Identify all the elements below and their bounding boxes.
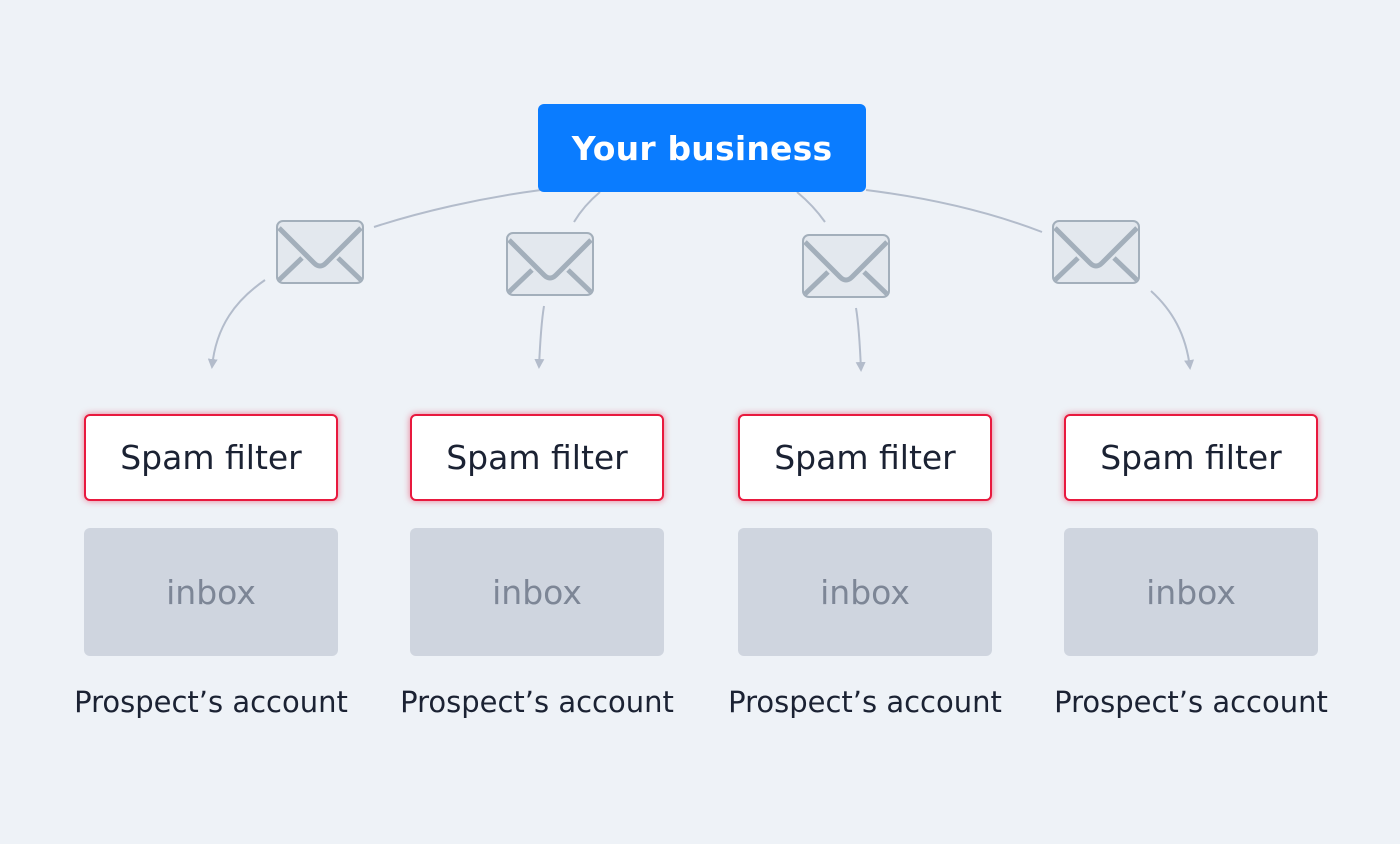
spam-filter-box: Spam filter [738,414,992,501]
connector-root-to-envelope-4 [865,189,1043,233]
envelope-icon [802,234,890,298]
spam-filter-label: Spam filter [774,438,956,477]
connector-root-to-envelope-3 [796,191,826,223]
spam-filter-box: Spam filter [410,414,664,501]
prospect-account-label: Prospect’s account [728,685,1002,719]
connector-root-to-envelope-1 [373,189,542,228]
connector-envelope-to-filter-1 [207,279,266,369]
spam-filter-box: Spam filter [1064,414,1318,501]
your-business-label: Your business [571,128,833,168]
connector-envelope-to-filter-3 [855,307,866,372]
inbox-box: inbox [738,528,992,656]
inbox-label: inbox [166,572,256,612]
prospect-account-label: Prospect’s account [74,685,348,719]
your-business-node: Your business [538,104,866,192]
inbox-label: inbox [492,572,582,612]
inbox-label: inbox [820,572,910,612]
inbox-label: inbox [1146,572,1236,612]
spam-filter-label: Spam filter [120,438,302,477]
spam-filter-box: Spam filter [84,414,338,501]
envelope-icon [506,232,594,296]
prospect-account-label: Prospect’s account [400,685,674,719]
connector-envelope-to-filter-2 [534,305,545,369]
inbox-box: inbox [410,528,664,656]
prospect-account-label: Prospect’s account [1054,685,1328,719]
envelope-icon [276,220,364,284]
envelope-icon [1052,220,1140,284]
inbox-box: inbox [1064,528,1318,656]
inbox-box: inbox [84,528,338,656]
spam-filter-label: Spam filter [1100,438,1282,477]
spam-filter-label: Spam filter [446,438,628,477]
connector-envelope-to-filter-4 [1150,290,1195,370]
connector-root-to-envelope-2 [573,191,601,223]
